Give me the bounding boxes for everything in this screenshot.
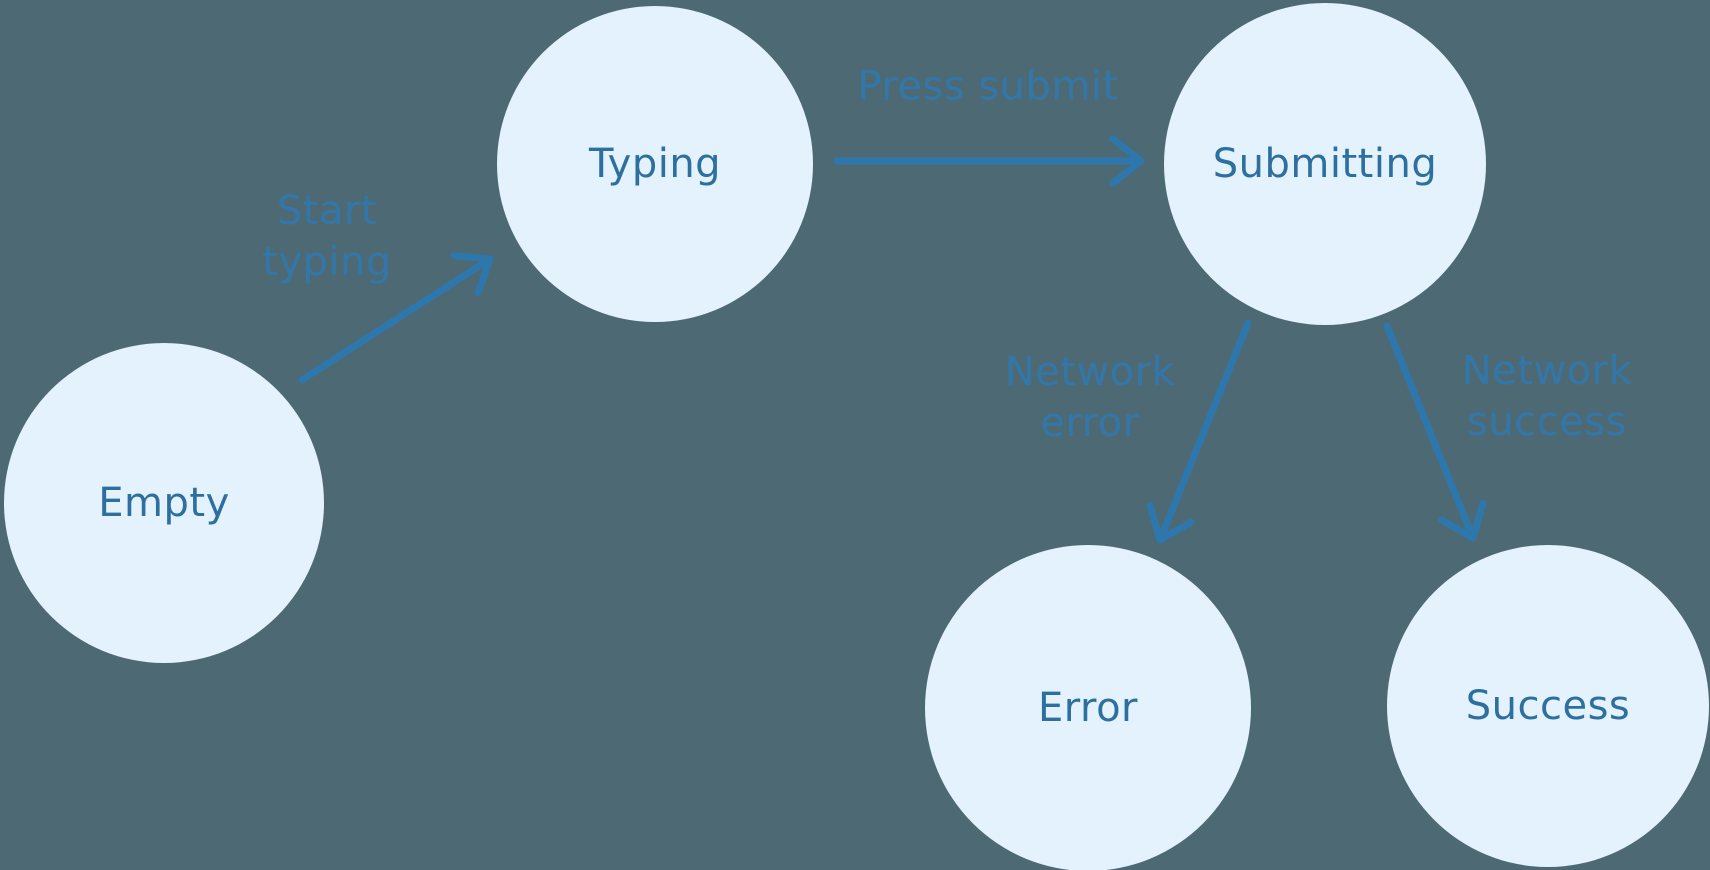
transition-arrow-empty-to-typing xyxy=(298,252,494,384)
state-node-label: Error xyxy=(1038,685,1138,731)
state-node-label: Submitting xyxy=(1212,141,1438,187)
arrowhead-icon xyxy=(1109,135,1145,187)
transition-label-typing-to-submitting: Press submit xyxy=(857,63,1119,110)
state-node-label: Typing xyxy=(588,141,722,187)
transition-label-submitting-to-error: Network error xyxy=(1004,349,1176,446)
state-node-error: Error xyxy=(925,545,1251,870)
arrowhead-icon xyxy=(1438,499,1487,542)
state-node-typing: Typing xyxy=(497,6,813,322)
state-node-submitting: Submitting xyxy=(1164,3,1486,325)
state-node-success: Success xyxy=(1387,545,1709,867)
state-node-label: Success xyxy=(1465,683,1631,729)
state-node-empty: Empty xyxy=(4,343,324,663)
transition-arrow-submitting-to-error xyxy=(1146,319,1252,544)
arrowhead-icon xyxy=(1146,501,1195,544)
arrowhead-icon xyxy=(450,252,494,297)
transition-label-empty-to-typing: Start typing xyxy=(262,188,392,285)
state-node-label: Empty xyxy=(98,480,230,526)
transition-arrow-submitting-to-success xyxy=(1383,322,1487,542)
transition-label-submitting-to-success: Network success xyxy=(1461,348,1633,445)
transition-arrow-typing-to-submitting xyxy=(833,135,1145,187)
